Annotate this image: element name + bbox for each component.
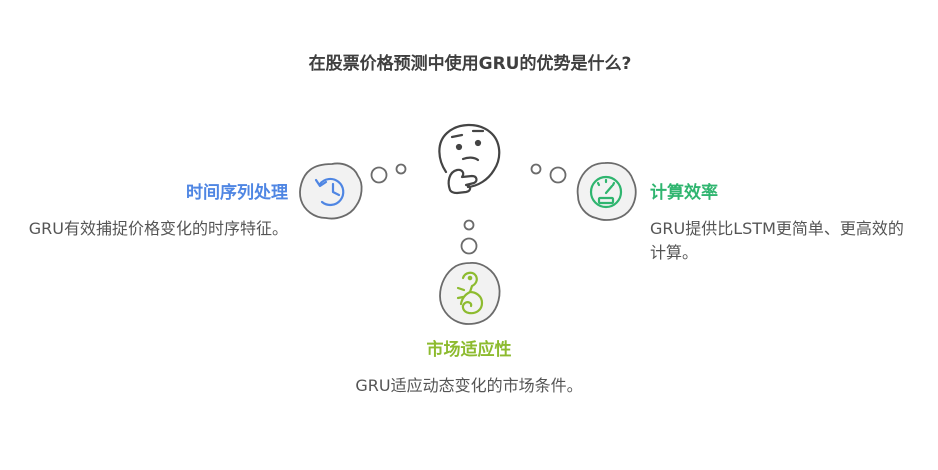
left-bubble bbox=[299, 162, 363, 220]
heading-market-adaptability: 市场适应性 bbox=[426, 340, 512, 360]
bottom-bubble bbox=[439, 262, 501, 325]
chameleon-icon bbox=[456, 271, 484, 315]
clock-history-icon bbox=[314, 177, 345, 207]
diagram-title: 在股票价格预测中使用GRU的优势是什么? bbox=[308, 54, 632, 74]
description-compute-efficiency: GRU提供比LSTM更简单、更高效的计算。 bbox=[650, 219, 904, 262]
heading-time-series: 时间序列处理 bbox=[186, 183, 288, 203]
right-bubble bbox=[576, 162, 637, 221]
thinking-face-icon bbox=[438, 123, 501, 195]
description-market-adaptability: GRU适应动态变化的市场条件。 bbox=[355, 376, 583, 395]
speedometer-icon bbox=[589, 175, 623, 209]
heading-compute-efficiency: 计算效率 bbox=[650, 183, 718, 203]
connector-dots bbox=[370, 163, 567, 255]
description-time-series: GRU有效捕捉价格变化的时序特征。 bbox=[28, 219, 288, 238]
